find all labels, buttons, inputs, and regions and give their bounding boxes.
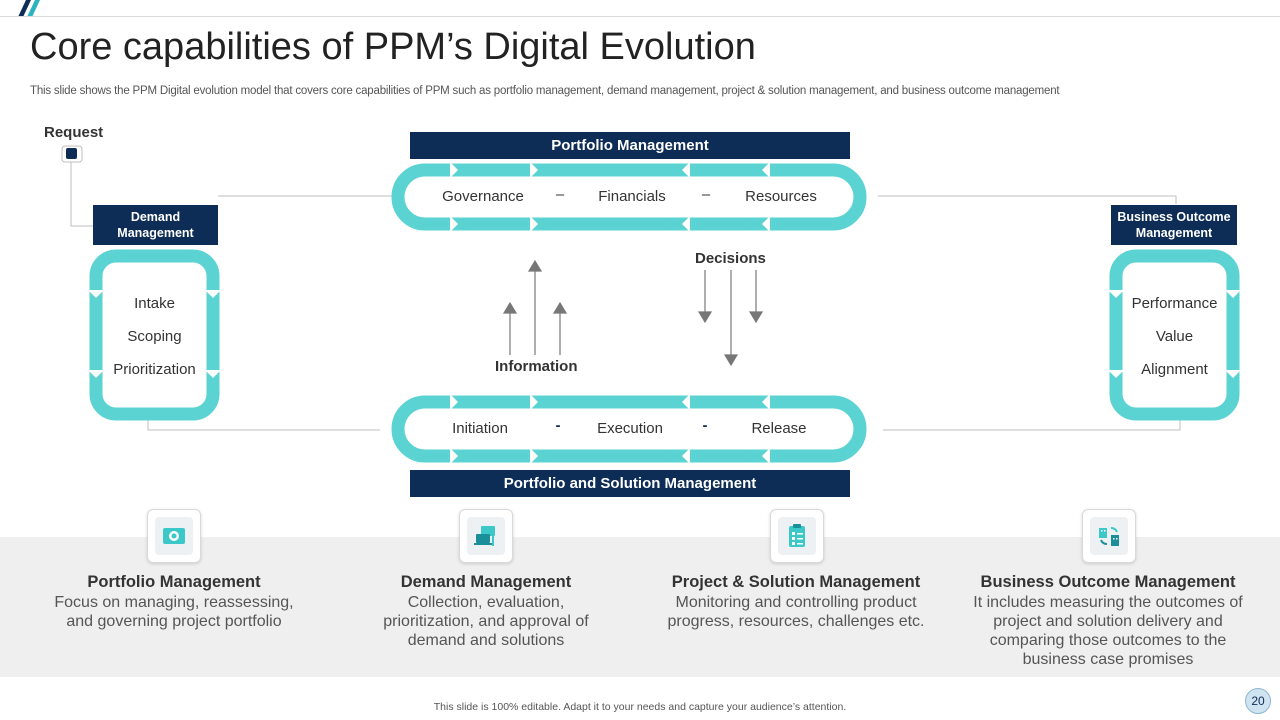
card-description: Collection, evaluation, prioritization, … bbox=[383, 594, 589, 649]
card-description: It includes measuring the outcomes of pr… bbox=[973, 594, 1243, 668]
portfolio-separator: – bbox=[555, 186, 565, 203]
corner-slash-decoration bbox=[18, 0, 40, 17]
laptop-presentation-icon bbox=[474, 526, 495, 546]
card-title: Project & Solution Management bbox=[671, 573, 921, 591]
clipboard-checklist-icon bbox=[789, 524, 805, 547]
solution-separator: - bbox=[702, 417, 708, 434]
diagram-graphics bbox=[61, 145, 1241, 464]
business-outcome-header: Business Outcome Management bbox=[1111, 205, 1237, 245]
card-title: Demand Management bbox=[400, 573, 572, 591]
portfolio-icon-box bbox=[147, 509, 201, 563]
solution-separator: - bbox=[555, 417, 561, 434]
card-title: Business Outcome Management bbox=[980, 573, 1236, 591]
page-subtitle: This slide shows the PPM Digital evoluti… bbox=[30, 85, 1060, 97]
portfolio-separator: – bbox=[701, 186, 711, 203]
prioritization-label: Prioritization bbox=[113, 361, 196, 378]
alignment-label: Alignment bbox=[1141, 361, 1208, 378]
portfolio-loop bbox=[391, 163, 867, 231]
demand-icon-box bbox=[459, 509, 513, 563]
governance-label: Governance bbox=[442, 188, 524, 205]
page-number: 20 bbox=[1245, 688, 1271, 714]
financials-label: Financials bbox=[598, 188, 666, 205]
decisions-label: Decisions bbox=[695, 250, 766, 267]
request-node bbox=[66, 148, 77, 159]
capabilities-band bbox=[0, 537, 1280, 677]
card-description: Focus on managing, reassessing, and gove… bbox=[54, 594, 294, 630]
money-icon bbox=[163, 528, 185, 544]
release-label: Release bbox=[751, 420, 807, 437]
card-title: Portfolio Management bbox=[87, 573, 261, 591]
business-loop bbox=[1109, 249, 1240, 421]
solution-loop bbox=[391, 395, 867, 463]
execution-label: Execution bbox=[597, 420, 663, 437]
demand-items: Intake Scoping Prioritization bbox=[96, 287, 213, 386]
resources-label: Resources bbox=[745, 188, 817, 205]
initiation-label: Initiation bbox=[452, 420, 508, 437]
scoping-label: Scoping bbox=[127, 328, 182, 345]
buildings-cycle-icon bbox=[1099, 527, 1119, 546]
request-label: Request bbox=[44, 124, 104, 141]
business-items: Performance Value Alignment bbox=[1116, 287, 1233, 386]
value-label: Value bbox=[1155, 328, 1194, 345]
intake-label: Intake bbox=[134, 295, 175, 312]
card-description: Monitoring and controlling product progr… bbox=[667, 594, 925, 630]
top-divider bbox=[0, 16, 1280, 17]
project-icon-box bbox=[770, 509, 824, 563]
information-label: Information bbox=[495, 358, 578, 375]
business-icon-box bbox=[1082, 509, 1136, 563]
performance-label: Performance bbox=[1131, 295, 1218, 312]
demand-loop bbox=[89, 249, 220, 421]
page-title: Core capabilities of PPM’s Digital Evolu… bbox=[30, 26, 756, 68]
portfolio-solution-management-header: Portfolio and Solution Management bbox=[410, 470, 850, 497]
portfolio-management-header: Portfolio Management bbox=[410, 132, 850, 159]
demand-management-header: Demand Management bbox=[93, 205, 218, 245]
footer-note: This slide is 100% editable. Adapt it to… bbox=[433, 701, 847, 713]
